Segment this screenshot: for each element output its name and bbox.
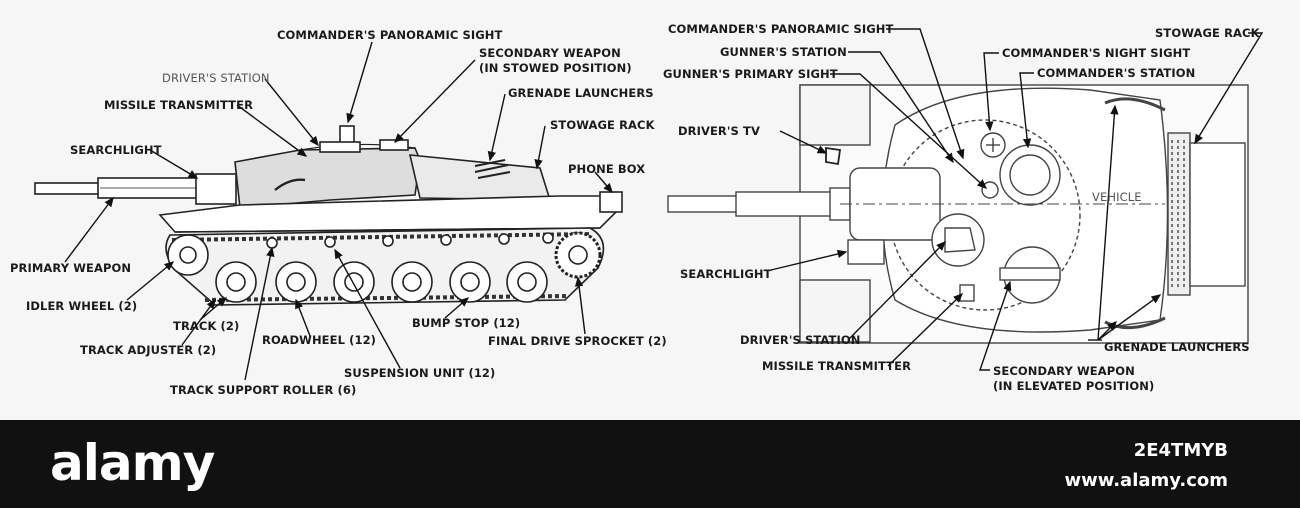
tank-drawings: [34, 28, 1264, 381]
label-top-commanders-panoramic-sight: COMMANDER'S PANORAMIC SIGHT: [668, 22, 894, 36]
label-missile-transmitter: MISSILE TRANSMITTER: [104, 98, 254, 112]
label-top-missile-transmitter: MISSILE TRANSMITTER: [762, 359, 912, 373]
label-vehicle: VEHICLE: [1092, 190, 1142, 204]
label-secondary-weapon-line2: (IN STOWED POSITION): [479, 61, 632, 75]
top-view-tank: [667, 84, 1249, 344]
label-top-stowage-rack: STOWAGE RACK: [1155, 26, 1260, 40]
label-idler-wheel: IDLER WHEEL (2): [26, 299, 138, 313]
watermark-footer: alamy 2E4TMYB www.alamy.com: [0, 420, 1300, 508]
label-phone-box: PHONE BOX: [568, 162, 646, 176]
diagram-area: COMMANDER'S PANORAMIC SIGHT SECONDARY WE…: [10, 22, 1264, 397]
label-primary-weapon: PRIMARY WEAPON: [10, 261, 132, 275]
label-secondary-weapon-line1: SECONDARY WEAPON: [479, 46, 621, 60]
label-top-grenade-launchers: GRENADE LAUNCHERS: [1104, 340, 1250, 354]
site-url: www.alamy.com: [1064, 470, 1228, 491]
side-view-tank: [34, 125, 623, 306]
label-commanders-station: COMMANDER'S STATION: [1037, 66, 1196, 80]
label-stowage-rack: STOWAGE RACK: [550, 118, 655, 132]
label-commanders-panoramic-sight: COMMANDER'S PANORAMIC SIGHT: [277, 28, 503, 42]
label-track: TRACK (2): [173, 319, 240, 333]
label-top-searchlight: SEARCHLIGHT: [680, 267, 772, 281]
label-bump-stop: BUMP STOP (12): [412, 316, 521, 330]
label-commanders-night-sight: COMMANDER'S NIGHT SIGHT: [1002, 46, 1191, 60]
label-gunners-primary-sight: GUNNER'S PRIMARY SIGHT: [663, 67, 838, 81]
label-drivers-station: DRIVER'S STATION: [162, 71, 270, 85]
label-track-adjuster: TRACK ADJUSTER (2): [80, 343, 217, 357]
alamy-logo: alamy: [50, 434, 215, 492]
label-top-secondary-weapon-line2: (IN ELEVATED POSITION): [993, 379, 1155, 393]
label-top-drivers-station: DRIVER'S STATION: [740, 333, 861, 347]
label-grenade-launchers: GRENADE LAUNCHERS: [508, 86, 654, 100]
label-gunners-station: GUNNER'S STATION: [720, 45, 847, 59]
label-suspension-unit: SUSPENSION UNIT (12): [344, 366, 496, 380]
top-view-leaders: [770, 28, 1264, 371]
label-roadwheel: ROADWHEEL (12): [262, 333, 377, 347]
label-final-drive-sprocket: FINAL DRIVE SPROCKET (2): [488, 334, 667, 348]
label-track-support-roller: TRACK SUPPORT ROLLER (6): [170, 383, 357, 397]
side-view-leaders: [64, 41, 613, 381]
label-top-secondary-weapon-line1: SECONDARY WEAPON: [993, 364, 1135, 378]
label-searchlight: SEARCHLIGHT: [70, 143, 162, 157]
label-drivers-tv: DRIVER'S TV: [678, 124, 760, 138]
image-id: 2E4TMYB: [1133, 440, 1228, 461]
